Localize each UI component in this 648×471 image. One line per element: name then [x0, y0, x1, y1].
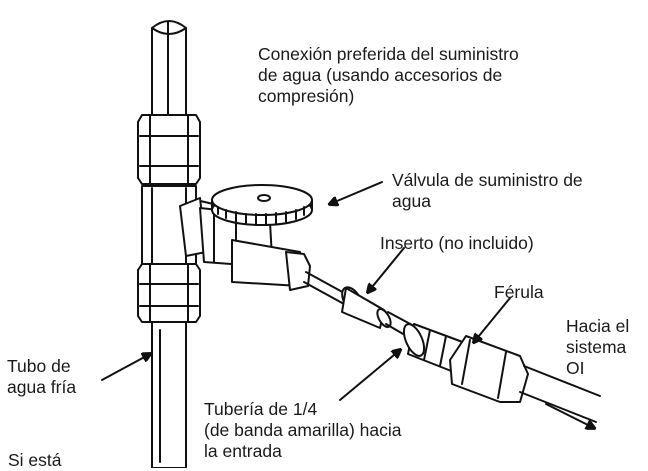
- tubing-to-ro: [519, 365, 601, 423]
- tubing-line: la entrada: [204, 441, 282, 461]
- to-system-line: Hacia el: [566, 316, 630, 336]
- cold-water-pipe-lower: [151, 321, 187, 468]
- title-line: compresión): [258, 86, 355, 106]
- to-system-line: OI: [566, 358, 585, 378]
- to-system-label: Hacia el sistema OI: [566, 316, 629, 379]
- supply-valve: [199, 184, 313, 291]
- lower-compression-nut: [137, 263, 201, 323]
- to-system-line: sistema: [566, 337, 627, 357]
- cut-off-text-line: Si está: [8, 450, 62, 470]
- tubing-line: Tubería de 1/4: [204, 399, 318, 419]
- valve-label-line: Válvula de suministro de: [392, 170, 583, 190]
- insert-part: [341, 286, 392, 329]
- tubing-label: Tubería de 1/4 (de banda amarilla) hacia…: [204, 399, 401, 462]
- upper-compression-nut: [137, 114, 201, 185]
- valve-label: Válvula de suministro de agua: [392, 170, 583, 212]
- cold-pipe-line: agua fría: [7, 377, 77, 397]
- diagram-title: Conexión preferida del suministro de agu…: [258, 44, 519, 107]
- title-line: de agua (usando accesorios de: [258, 65, 503, 85]
- cold-pipe-line: Tubo de: [7, 356, 71, 376]
- short-tube-segment: [303, 271, 347, 305]
- cold-pipe-label: Tubo de agua fría: [7, 356, 76, 398]
- title-line: Conexión preferida del suministro: [258, 44, 519, 64]
- insert-label-text: Inserto (no incluido): [380, 233, 534, 253]
- tubing-arrow: [339, 350, 400, 401]
- cold-water-pipe-upper: [151, 20, 187, 121]
- cut-off-text: Si está: [8, 450, 62, 471]
- insert-arrow: [368, 247, 405, 292]
- ferrule-label-text: Férula: [494, 282, 544, 302]
- ferrule-arrow: [474, 297, 511, 342]
- valve-label-line: agua: [392, 191, 431, 211]
- tubing-line: (de banda amarilla) hacia: [204, 420, 402, 440]
- valve-arrow: [330, 181, 383, 204]
- ferrule-label: Férula: [494, 282, 544, 303]
- tubing-compression-nut: [449, 335, 529, 403]
- insert-label: Inserto (no incluido): [380, 233, 534, 254]
- cold-pipe-arrow: [101, 354, 150, 381]
- to-system-arrow: [545, 403, 594, 428]
